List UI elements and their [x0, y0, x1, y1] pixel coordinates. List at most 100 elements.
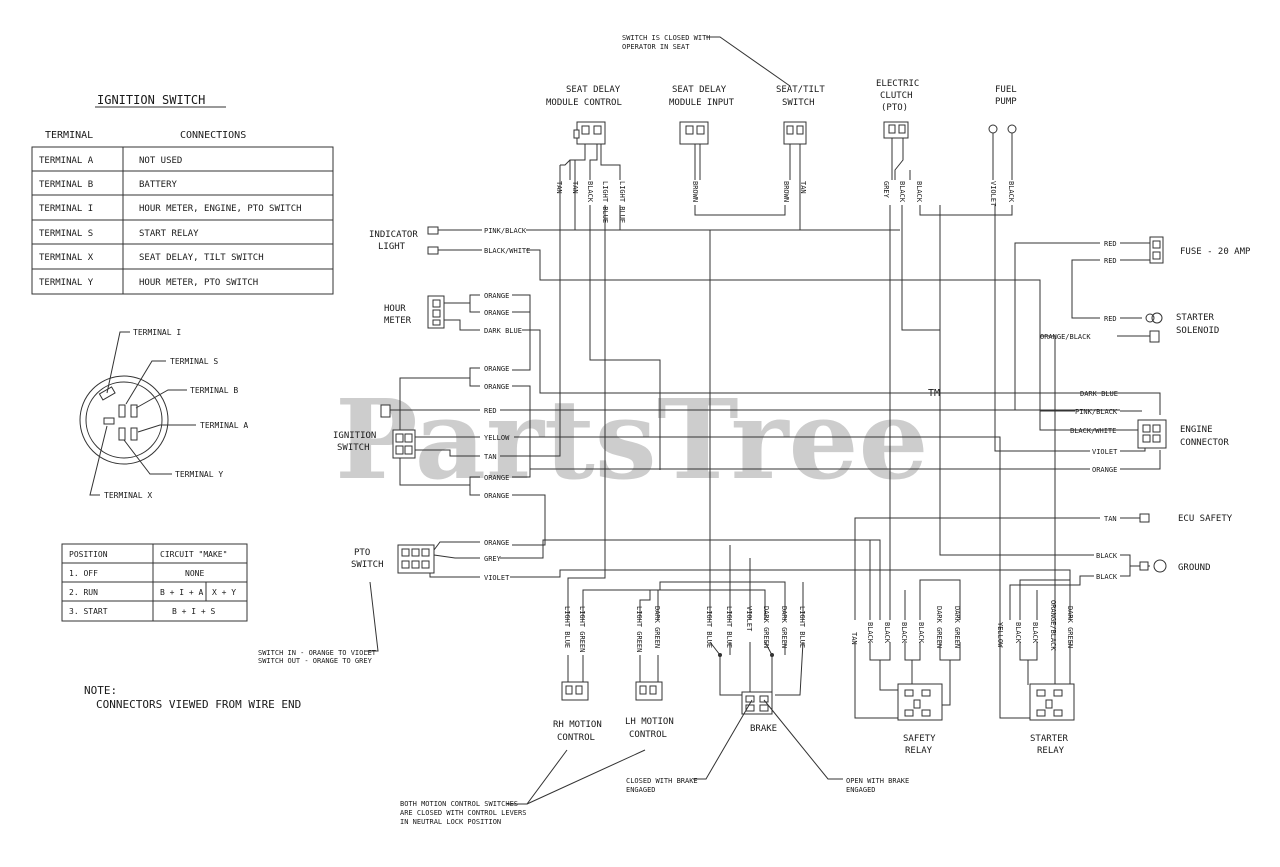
- svg-text:YELLOW: YELLOW: [484, 434, 510, 442]
- hour-meter-label: HOUR: [384, 304, 406, 314]
- indicator-light-label: LIGHT: [378, 242, 406, 252]
- rh-motion-label: RH MOTION: [553, 720, 602, 730]
- motion-note: ARE CLOSED WITH CONTROL LEVERS: [400, 809, 526, 817]
- terminal-b-label: TERMINAL B: [190, 386, 238, 395]
- col-position: POSITION: [69, 550, 108, 559]
- motion-note: BOTH MOTION CONTROL SWITCHES: [400, 800, 518, 808]
- svg-text:BLACK: BLACK: [1007, 181, 1015, 203]
- pto-switch-label: PTO: [354, 548, 370, 558]
- svg-text:ORANGE: ORANGE: [484, 383, 509, 391]
- table-row: NONE: [185, 569, 204, 578]
- ignition-switch-face: TERMINAL I TERMINAL S TERMINAL B TERMINA…: [79, 328, 248, 500]
- svg-text:BLACK: BLACK: [898, 181, 906, 203]
- brake-open-note: OPEN WITH BRAKE: [846, 777, 909, 785]
- table-row: HOUR METER, ENGINE, PTO SWITCH: [139, 204, 302, 214]
- fuse-label: FUSE - 20 AMP: [1180, 247, 1251, 257]
- bottom-wires: [559, 165, 1070, 620]
- pto-switch-connector: [397, 544, 435, 574]
- svg-text:BLACK: BLACK: [586, 181, 594, 203]
- svg-text:ORANGE: ORANGE: [1092, 466, 1117, 474]
- svg-text:VIOLET: VIOLET: [484, 574, 510, 582]
- svg-text:RED: RED: [1104, 240, 1117, 248]
- table-row: NOT USED: [139, 156, 182, 166]
- electric-clutch-label: CLUTCH: [880, 91, 913, 101]
- svg-text:RED: RED: [1104, 257, 1117, 265]
- rh-motion-connector: [561, 655, 589, 701]
- svg-text:DARK BLUE: DARK BLUE: [484, 327, 522, 335]
- svg-text:LIGHT BLUE: LIGHT BLUE: [601, 181, 609, 223]
- starter-solenoid-label: SOLENOID: [1176, 326, 1219, 336]
- seat-switch-note: OPERATOR IN SEAT: [622, 43, 690, 51]
- svg-text:LIGHT BLUE: LIGHT BLUE: [798, 606, 806, 648]
- svg-text:GREY: GREY: [882, 181, 890, 199]
- table-row: X + Y: [212, 588, 236, 597]
- seat-delay-control-label: SEAT DELAY: [566, 85, 621, 95]
- fuel-pump-terminals: [988, 124, 1017, 134]
- svg-text:BLACK: BLACK: [883, 622, 891, 644]
- svg-text:BROWN: BROWN: [782, 181, 790, 202]
- starter-relay-label: RELAY: [1037, 746, 1065, 756]
- orange-black-terminal: [1149, 330, 1160, 343]
- hour-meter-connector: [427, 295, 445, 329]
- svg-text:RED: RED: [484, 407, 497, 415]
- indicator-terminal: [427, 246, 439, 255]
- svg-text:LIGHT BLUE: LIGHT BLUE: [563, 606, 571, 648]
- svg-text:BLACK: BLACK: [1031, 622, 1039, 644]
- pto-switch-label: SWITCH: [351, 560, 384, 570]
- ground-label: GROUND: [1178, 563, 1211, 573]
- seat-switch-note: SWITCH IS CLOSED WITH: [622, 34, 711, 42]
- lh-motion-label: LH MOTION: [625, 717, 674, 727]
- svg-text:ORANGE: ORANGE: [484, 474, 509, 482]
- svg-text:LIGHT GREEN: LIGHT GREEN: [635, 606, 643, 652]
- table-row: TERMINAL B: [39, 180, 93, 190]
- seat-tilt-switch-label: SEAT/TILT: [776, 85, 825, 95]
- svg-text:DARK GREEN: DARK GREEN: [762, 606, 770, 648]
- fuel-pump-label: FUEL: [995, 85, 1017, 95]
- ecu-terminal: [1139, 513, 1150, 523]
- table-row: 2. RUN: [69, 588, 98, 597]
- svg-text:BROWN: BROWN: [691, 181, 699, 202]
- seat-delay-input-label: MODULE INPUT: [669, 98, 735, 108]
- svg-text:ORANGE: ORANGE: [484, 309, 509, 317]
- table-row: TERMINAL S: [39, 229, 93, 239]
- ground-terminal: [1153, 559, 1167, 573]
- engine-connector-label: ENGINE: [1180, 425, 1213, 435]
- svg-text:BLACK: BLACK: [917, 622, 925, 644]
- table-row: B + I + A: [160, 588, 204, 597]
- table-row: 1. OFF: [69, 569, 98, 578]
- brake-open-note: ENGAGED: [846, 786, 876, 794]
- ignition-switch-connector: [392, 429, 416, 459]
- svg-text:BLACK/WHITE: BLACK/WHITE: [1070, 427, 1116, 435]
- pto-note: SWITCH OUT - ORANGE TO GREY: [258, 657, 373, 665]
- ecu-safety-label: ECU SAFETY: [1178, 514, 1233, 524]
- svg-text:ORANGE: ORANGE: [484, 539, 509, 547]
- svg-text:TAN: TAN: [555, 181, 563, 194]
- svg-text:BLACK: BLACK: [1096, 573, 1118, 581]
- svg-text:ORANGE: ORANGE: [484, 292, 509, 300]
- col-terminal: TERMINAL: [45, 130, 93, 141]
- lh-motion-connector: [635, 655, 663, 701]
- hour-meter-label: METER: [384, 316, 412, 326]
- svg-text:BLACK: BLACK: [1014, 622, 1022, 644]
- svg-text:LIGHT BLUE: LIGHT BLUE: [705, 606, 713, 648]
- svg-text:VIOLET: VIOLET: [989, 181, 997, 207]
- svg-text:DARK GREEN: DARK GREEN: [653, 606, 661, 648]
- starter-solenoid-terminal: [1145, 313, 1155, 323]
- seat-delay-control-connector: [573, 121, 606, 145]
- svg-text:BLACK: BLACK: [900, 622, 908, 644]
- svg-text:TAN: TAN: [1104, 515, 1117, 523]
- seat-tilt-switch-label: SWITCH: [782, 98, 815, 108]
- seat-delay-control-label: MODULE CONTROL: [546, 98, 622, 108]
- safety-relay-label: RELAY: [905, 746, 933, 756]
- pto-note: SWITCH IN - ORANGE TO VIOLET: [258, 649, 377, 657]
- position-table: POSITION CIRCUIT "MAKE" 1. OFF NONE 2. R…: [61, 543, 248, 622]
- brake-closed-note: CLOSED WITH BRAKE: [626, 777, 698, 785]
- table-row: TERMINAL A: [39, 156, 94, 166]
- starter-relay: [999, 642, 1075, 721]
- svg-text:ORANGE/BLACK: ORANGE/BLACK: [1040, 333, 1091, 341]
- svg-text:GREY: GREY: [484, 555, 502, 563]
- svg-text:DARK GREEN: DARK GREEN: [935, 606, 943, 648]
- seat-delay-input-label: SEAT DELAY: [672, 85, 727, 95]
- table-row: START RELAY: [139, 229, 199, 239]
- engine-connector-label: CONNECTOR: [1180, 438, 1229, 448]
